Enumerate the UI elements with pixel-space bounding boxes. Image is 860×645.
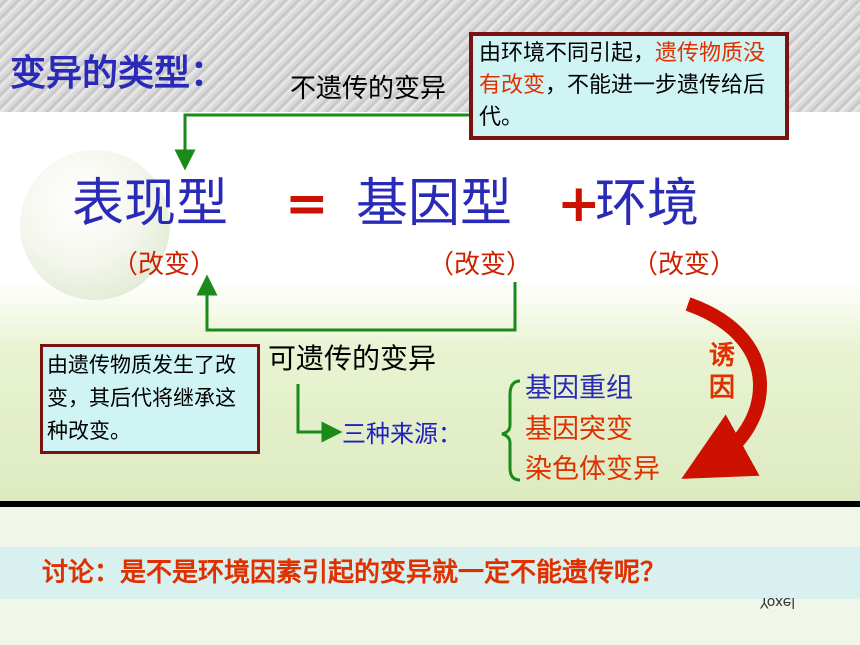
discussion-band [0,547,860,599]
plus-sign: + [557,174,601,234]
decorative-orb [20,150,170,300]
slide-title: 变异的类型： [10,53,227,94]
sources-brace [501,379,521,482]
divider-line [0,501,860,507]
watermark: Yoxel [760,594,796,610]
phenotype-change-label: （改变） [112,250,217,280]
source-chromosome-variation: 染色体变异 [525,454,660,485]
non-heritable-label: 不遗传的变异 [290,74,447,104]
phenotype-term: 表现型 [72,174,229,234]
source-gene-mutation: 基因突变 [525,414,633,445]
genotype-change-label: （改变） [428,250,533,280]
equals-sign: = [285,174,329,234]
three-sources-label: 三种来源： [342,420,462,448]
non-heritable-callout: 由环境不同引起，遗传物质没有改变，不能进一步遗传给后代。 [469,32,789,140]
genotype-to-phenotype-arrow [196,274,517,332]
genotype-term: 基因型 [356,174,513,234]
sources-branch-arrow [296,384,343,443]
environment-change-label: （改变） [632,250,737,280]
inducer-label: 诱因 [708,341,735,403]
heritable-callout: 由遗传物质发生了改变，其后代将继承这种改变。 [40,344,260,454]
heritable-label: 可遗传的变异 [268,342,437,375]
source-gene-recombination: 基因重组 [525,373,633,404]
inducer-arrow [681,297,767,479]
environment-term: 环境 [595,174,700,234]
discussion-question: 讨论：是不是环境因素引起的变异就一定不能遗传呢？ [42,558,667,588]
